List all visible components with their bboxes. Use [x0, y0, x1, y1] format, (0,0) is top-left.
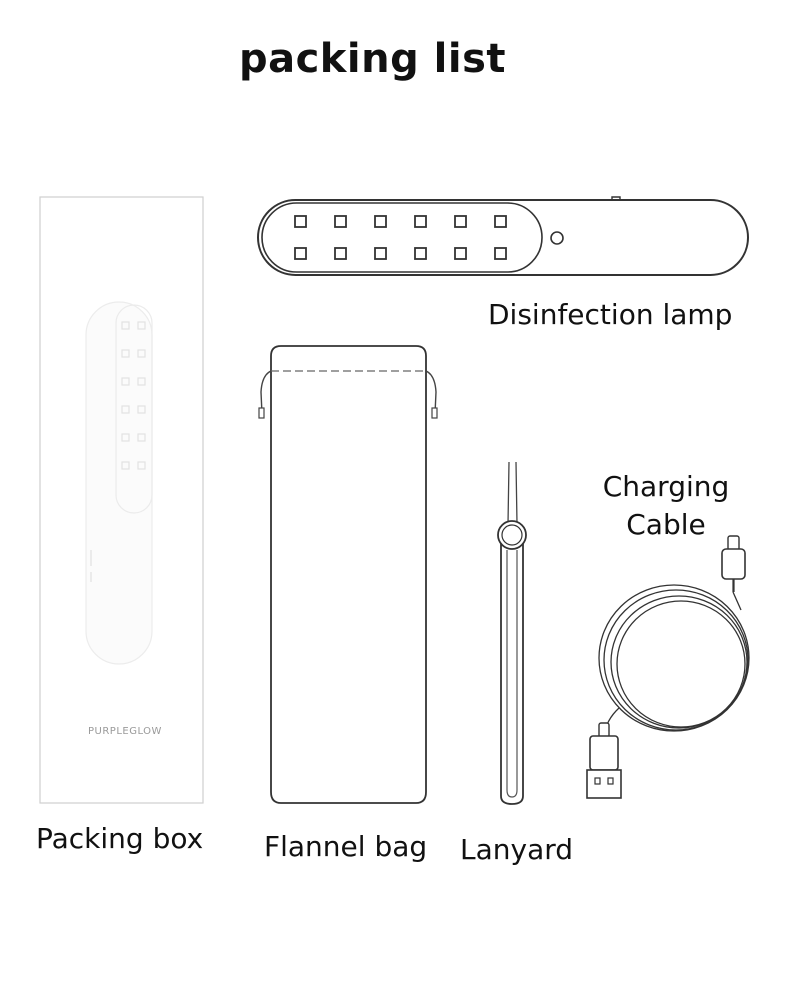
label-flannel-bag: Flannel bag	[264, 830, 428, 863]
label-disinfection-lamp: Disinfection lamp	[488, 298, 733, 331]
disinfection-lamp-icon	[257, 196, 749, 276]
packing-box-icon	[39, 196, 204, 804]
label-packing-box: Packing box	[36, 822, 204, 855]
label-lanyard: Lanyard	[460, 833, 574, 866]
page-title: packing list	[238, 36, 507, 82]
flannel-bag-icon	[258, 345, 438, 804]
lanyard-icon	[497, 461, 527, 805]
brand-logo: PURPLEGLOW	[88, 726, 162, 737]
label-charging-cable: Charging Cable	[588, 468, 744, 544]
label-charging-cable-line2: Cable	[626, 508, 706, 541]
label-charging-cable-line1: Charging	[602, 470, 730, 503]
charging-cable-icon	[586, 535, 750, 799]
